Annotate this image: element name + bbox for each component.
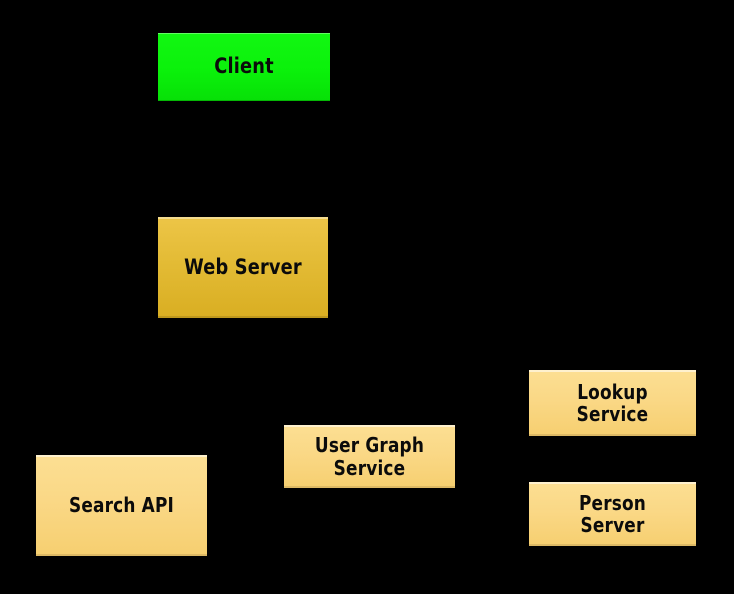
node-lookup-service[interactable]: Lookup Service bbox=[529, 370, 696, 436]
node-person-server[interactable]: Person Server bbox=[529, 482, 696, 546]
node-user-graph-service-label: User Graph Service bbox=[314, 433, 425, 480]
node-web-server-label: Web Server bbox=[184, 254, 302, 279]
node-user-graph-service[interactable]: User Graph Service bbox=[284, 425, 455, 488]
node-person-server-label: Person Server bbox=[578, 490, 647, 537]
node-search-api-label: Search API bbox=[68, 493, 175, 518]
node-lookup-service-label: Lookup Service bbox=[576, 379, 649, 426]
node-search-api[interactable]: Search API bbox=[36, 455, 207, 556]
node-web-server[interactable]: Web Server bbox=[158, 217, 328, 318]
node-client[interactable]: Client bbox=[158, 33, 330, 101]
node-client-label: Client bbox=[214, 54, 274, 79]
